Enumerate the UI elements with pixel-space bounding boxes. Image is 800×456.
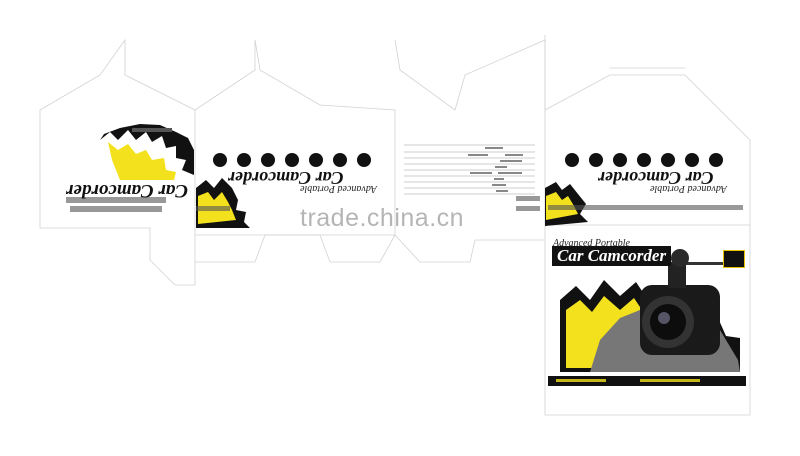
feature-icon-row [213,153,371,167]
spec-table-text [468,147,523,192]
right-gear-graphic [545,182,588,226]
feature-icon-row-right [565,153,723,167]
back-panel-title: Car Camcorder [228,168,344,188]
feature-icon [333,153,347,167]
front-panel-subtitle: Advanced Portable [553,238,630,249]
feature-icon [565,153,579,167]
right-panel-title: Car Camcorder [598,168,714,188]
hd-badge-icon [723,250,745,268]
feature-icon [637,153,651,167]
feature-icon [709,153,723,167]
feature-icon [213,153,227,167]
feature-icon [285,153,299,167]
feature-icon [685,153,699,167]
front-panel-title: Car Camcorder [552,246,672,266]
left-gear-graphic [100,124,194,180]
feature-icon [309,153,323,167]
feature-text-strips [66,196,743,212]
feature-icon [613,153,627,167]
left-panel-title: Car Camcorder [66,180,188,201]
feature-icon [661,153,675,167]
feature-icon [589,153,603,167]
feature-icon [237,153,251,167]
watermark: trade.china.cn [300,204,465,232]
spec-table [404,144,535,195]
feature-icon [357,153,371,167]
feature-icon [261,153,275,167]
